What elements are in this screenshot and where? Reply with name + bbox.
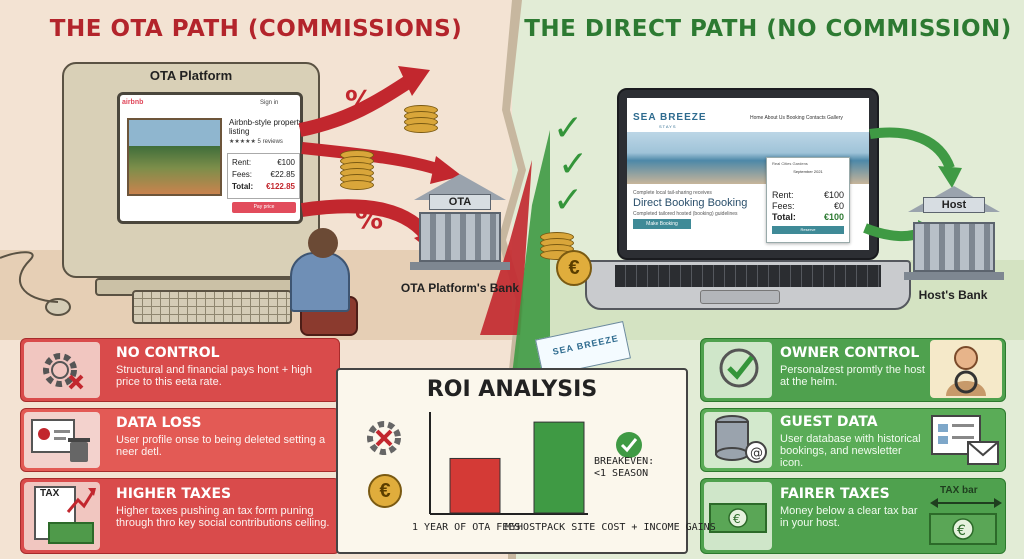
ota-total-value: €122.85 xyxy=(266,182,295,191)
path-divider xyxy=(480,0,550,559)
ota-platform-label: OTA Platform xyxy=(149,68,233,83)
host-portrait-icon xyxy=(946,346,986,396)
site-nav-menu[interactable]: Home About Us Booking Contacts Gallery xyxy=(750,115,843,121)
direct-fees-value: €0 xyxy=(833,201,844,211)
check-icon: ✓ xyxy=(553,180,584,221)
ota-total-label: Total: xyxy=(232,182,254,191)
guest-data-text: User database with historical bookings, … xyxy=(780,433,921,469)
bank-steps xyxy=(904,272,1004,280)
fairer-taxes-heading: FAIRER TAXES xyxy=(780,486,890,502)
listing-rating: ★★★★★ 5 reviews xyxy=(229,139,283,145)
euro-coin-icon: € xyxy=(556,250,592,286)
breakeven-line-1: BREAKEVEN: xyxy=(594,456,655,467)
coin-stack-icon xyxy=(340,150,374,190)
keyboard xyxy=(132,290,292,324)
bank-steps xyxy=(410,262,510,270)
trend-up-arrow-icon xyxy=(66,488,96,513)
banknote-icon: € xyxy=(709,503,767,533)
calendar-month[interactable]: September 2021 xyxy=(793,169,823,174)
roi-bar-chart xyxy=(429,412,588,515)
site-subheading: Complete local tail-sharing receives xyxy=(633,190,712,196)
gear-x-icon xyxy=(367,421,401,455)
percent-icon: % xyxy=(355,202,384,235)
pay-price-button[interactable]: Pay price xyxy=(232,202,296,213)
guest-data-heading: GUEST DATA xyxy=(780,414,878,430)
sea-breeze-logo-sub: STAYS xyxy=(659,124,677,129)
listing-title: Airbnb-style property listing xyxy=(229,118,303,136)
higher-taxes-text: Higher taxes pushing an tax form puning … xyxy=(116,505,330,529)
svg-text:€: € xyxy=(733,512,741,526)
no-control-text: Structural and financial pays hont + hig… xyxy=(116,364,312,388)
direct-rent-value: €100 xyxy=(823,190,844,200)
host-bank-label: Host's Bank xyxy=(918,288,988,302)
higher-taxes-heading: HIGHER TAXES xyxy=(116,486,232,502)
newsletter-envelope-icon xyxy=(931,415,999,465)
owner-control-heading: OWNER CONTROL xyxy=(780,345,920,361)
sea-breeze-logo: SEA BREEZE xyxy=(633,112,707,123)
check-icon: ✓ xyxy=(558,144,589,185)
mouse-cable xyxy=(0,251,59,303)
coin-stack-icon xyxy=(404,105,438,133)
banknote-icon: € xyxy=(929,513,997,545)
database-icon: @ xyxy=(715,415,767,463)
site-text: Completed tailored hosted (booking) guid… xyxy=(633,211,738,217)
roi-analysis-card xyxy=(336,368,688,554)
roi-bar-1 xyxy=(449,457,501,514)
make-booking-button[interactable]: Make Booking xyxy=(633,219,691,229)
tax-bar-label: TAX bar xyxy=(940,485,978,496)
breakeven-annotation: BREAKEVEN: <1 SEASON xyxy=(594,456,654,480)
site-heading: Direct Booking Booking xyxy=(633,197,748,209)
listing-photo xyxy=(127,118,222,196)
data-loss-text: User profile onse to being deleted setti… xyxy=(116,434,326,458)
ota-fees-label: Fees: xyxy=(232,170,253,179)
bar-label-ota-fees: 1 YEAR OF OTA FEES xyxy=(412,522,521,533)
person-head xyxy=(308,228,338,258)
laptop-keyboard xyxy=(615,265,881,287)
ota-rent-value: €100 xyxy=(277,158,295,167)
direct-path-title: THE DIRECT PATH (NO COMMISSION) xyxy=(524,16,1012,42)
check-circle-icon xyxy=(719,348,759,388)
ota-bank-sign: OTA xyxy=(429,194,491,210)
ota-price-breakdown: Rent: €100 Fees: €22.85 Total: €122.85 xyxy=(227,153,300,199)
ota-path-title: THE OTA PATH (COMMISSIONS) xyxy=(49,16,463,42)
ota-bank-building-icon xyxy=(419,212,501,262)
laptop-trackpad xyxy=(700,290,780,304)
direct-rent-label: Rent: xyxy=(772,190,794,200)
ota-fees-value: €22.85 xyxy=(270,170,295,179)
user-profile-trash-icon xyxy=(31,419,90,462)
percent-icon: % xyxy=(345,84,374,117)
bar-label-myhostpack: MYHOSTPACK SITE COST + INCOME GAINS xyxy=(505,522,716,533)
svg-text:€: € xyxy=(957,523,966,539)
fairer-taxes-text: Money below a clear tax bar in your host… xyxy=(780,505,918,529)
ota-bank-label: OTA Platform's Bank xyxy=(400,281,520,295)
check-icon: ✓ xyxy=(553,108,584,149)
computer-mouse xyxy=(45,298,71,316)
owner-control-text: Personalzest promtly the host at the hel… xyxy=(780,364,925,388)
direct-total-label: Total: xyxy=(772,212,796,222)
direct-fees-label: Fees: xyxy=(772,201,795,211)
euro-coin-icon: € xyxy=(368,474,402,508)
booking-widget: Real Cities Gardens September 2021 Rent:… xyxy=(766,157,850,243)
breakeven-line-2: <1 SEASON xyxy=(594,468,649,479)
svg-text:@: @ xyxy=(750,446,763,461)
reserve-button[interactable]: Reserve xyxy=(772,226,844,234)
check-circle-icon xyxy=(616,432,642,458)
data-loss-heading: DATA LOSS xyxy=(116,415,202,431)
airbnb-logo: airbnb xyxy=(122,99,144,106)
roi-bar-2 xyxy=(533,421,585,514)
direct-total-value: €100 xyxy=(823,212,844,222)
banknote-icon xyxy=(48,522,94,544)
gear-x-icon xyxy=(43,353,84,390)
tax-bar-arrow xyxy=(930,498,1002,508)
ota-rent-label: Rent: xyxy=(232,158,252,167)
host-bank-sign: Host xyxy=(923,197,985,213)
roi-title: ROI ANALYSIS xyxy=(426,377,598,402)
no-control-heading: NO CONTROL xyxy=(116,345,220,361)
ota-sign-in-link[interactable]: Sign in xyxy=(260,100,279,106)
widget-title: Real Cities Gardens xyxy=(772,161,808,166)
host-bank-building-icon xyxy=(913,222,995,272)
